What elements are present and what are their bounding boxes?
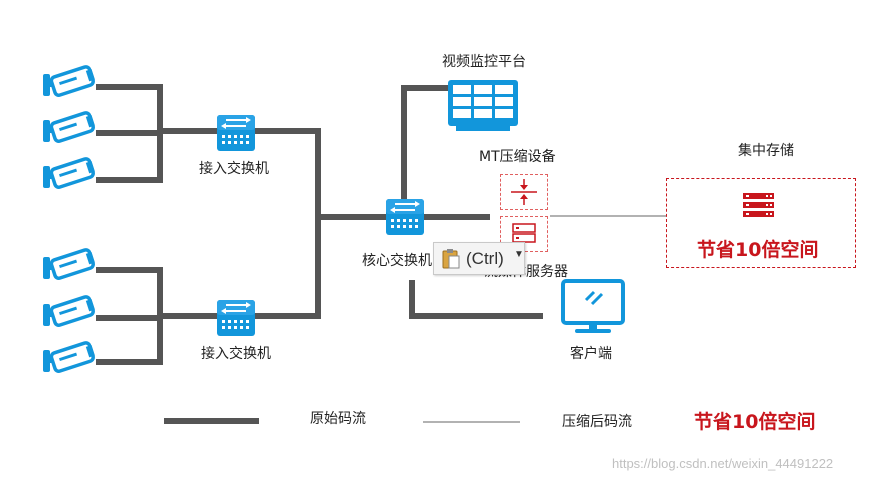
access-switch-icon <box>216 114 256 152</box>
video-platform-label: 视频监控平台 <box>442 54 526 70</box>
access-switch-icon <box>216 299 256 337</box>
mt-compression-device <box>500 174 548 210</box>
mt-device-label: MT压缩设备 <box>479 149 556 165</box>
central-storage-label: 集中存储 <box>738 143 794 159</box>
camera-icon <box>41 246 98 281</box>
access-switch-bottom-label: 接入交换机 <box>201 346 271 362</box>
storage-server-icon <box>743 193 774 217</box>
watermark: https://blog.csdn.net/weixin_44491222 <box>612 456 834 471</box>
paste-options-button[interactable]: (Ctrl) ▼ <box>433 242 525 275</box>
raw-stream-link-client <box>409 280 543 319</box>
camera-icon <box>41 339 98 374</box>
clipboard-icon <box>442 249 460 269</box>
legend-saving-label: 节省10倍空间 <box>694 411 816 433</box>
camera-icon <box>41 109 98 144</box>
raw-stream-link-platform <box>401 85 448 200</box>
legend-compressed-stream-label: 压缩后码流 <box>562 414 632 430</box>
client-monitor-icon <box>561 279 625 333</box>
chevron-down-icon: ▼ <box>514 249 524 260</box>
camera-icon <box>41 155 98 190</box>
core-switch-label: 核心交换机 <box>362 253 432 269</box>
camera-icon <box>41 293 98 328</box>
raw-stream-links-top-cameras <box>96 84 163 183</box>
raw-stream-link-access-switch-top <box>160 128 321 217</box>
raw-stream-link-access-switch-bottom <box>160 217 321 319</box>
paste-options-label: (Ctrl) <box>466 249 504 268</box>
access-switch-top-label: 接入交换机 <box>199 161 269 177</box>
core-switch-icon <box>385 198 425 236</box>
monitor-wall-icon <box>448 80 518 131</box>
client-label: 客户端 <box>570 346 612 362</box>
compress-icon <box>511 179 537 205</box>
raw-stream-links-bottom-cameras <box>96 267 163 365</box>
legend-raw-stream-label: 原始码流 <box>310 411 366 427</box>
storage-saving-label: 节省10倍空间 <box>697 239 819 261</box>
camera-icon <box>41 63 98 98</box>
central-storage-box <box>666 178 856 268</box>
